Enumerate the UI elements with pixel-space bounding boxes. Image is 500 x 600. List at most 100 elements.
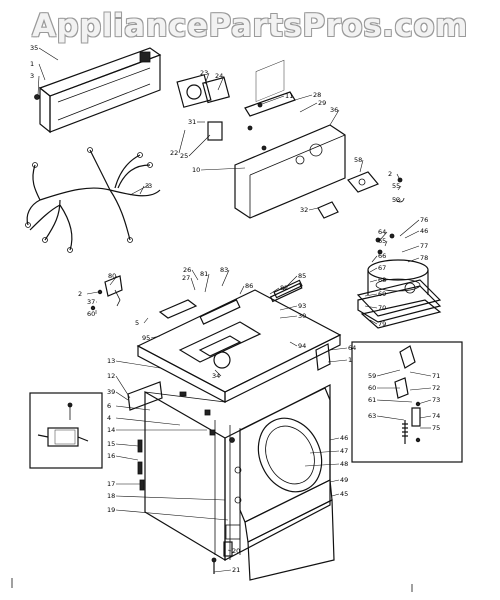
callout-leader	[279, 315, 298, 319]
callout-number: 6	[107, 402, 111, 410]
callout-number: 79	[378, 320, 386, 328]
callout-leader	[221, 269, 230, 287]
console-panel	[38, 47, 162, 134]
callout-number: 11	[285, 92, 293, 100]
callout-leader	[37, 75, 40, 96]
motor-inset	[29, 392, 103, 469]
callout-leader	[200, 167, 246, 171]
callout-leader	[407, 257, 420, 263]
callout-number: 26	[183, 266, 191, 274]
callout-leader	[369, 319, 378, 325]
callout-number: 31	[188, 118, 196, 126]
callout-number: 30	[298, 312, 306, 320]
callout-number: 1	[348, 356, 352, 364]
callout-leader	[419, 415, 432, 419]
callout-number: 37	[87, 298, 95, 306]
callout-leader	[115, 391, 129, 401]
wiring-harness	[25, 147, 161, 253]
callout-number: 24	[215, 72, 223, 80]
callout-leader	[213, 569, 232, 573]
callout-number: 18	[107, 492, 115, 500]
callout-number: 70	[378, 304, 386, 312]
callout-leader	[329, 437, 340, 441]
callout-number: 20	[232, 547, 240, 555]
callout-leader	[38, 63, 46, 81]
callout-leader	[401, 245, 420, 253]
callout-leader	[371, 255, 378, 263]
timer-assembly	[176, 74, 267, 151]
callout-number: 15	[107, 440, 115, 448]
callout-number: 69	[378, 290, 386, 298]
callout-leader	[178, 129, 186, 154]
callout-number: 59	[368, 372, 376, 380]
cabinet-top	[136, 279, 342, 403]
callout-leader	[396, 173, 401, 181]
callout-leader	[309, 450, 340, 454]
callout-leader	[143, 317, 149, 324]
callout-leader	[417, 399, 432, 405]
callout-number: 13	[107, 357, 115, 365]
callout-number: 36	[330, 106, 338, 114]
callout-number: 5	[135, 319, 139, 327]
callout-leader	[109, 275, 118, 286]
callout-number: 23	[200, 69, 208, 77]
callout-number: 74	[432, 412, 440, 420]
callout-number: 35	[30, 44, 38, 52]
callout-number: 66	[378, 252, 386, 260]
callout-leader	[376, 415, 405, 421]
callout-number: 78	[420, 254, 428, 262]
callout-leader	[115, 495, 226, 501]
callout-number: 82	[280, 284, 288, 292]
callout-leader	[359, 159, 364, 173]
callout-leader	[299, 102, 318, 113]
callout-number: 49	[340, 476, 348, 484]
callout-number: 93	[298, 302, 306, 310]
callout-leader	[308, 207, 319, 211]
callout-number: 63	[368, 412, 376, 420]
callout-number: 48	[340, 460, 348, 468]
callout-number: 2	[388, 170, 392, 178]
callout-leader	[261, 95, 285, 105]
callout-leader	[329, 109, 340, 126]
callout-number: 55	[392, 182, 400, 190]
bracket	[90, 275, 123, 311]
callout-number: 4	[107, 414, 111, 422]
callout-number: 64	[348, 344, 356, 352]
callout-leader	[115, 455, 139, 461]
callout-number: 3	[30, 72, 34, 80]
callout-number: 73	[432, 396, 440, 404]
callout-number: 81	[200, 270, 208, 278]
callout-number: 83	[220, 266, 228, 274]
callout-leader	[115, 443, 139, 447]
callout-number: 75	[432, 424, 440, 432]
callout-number: 45	[340, 490, 348, 498]
rear-bracket	[315, 343, 331, 371]
switch-parts	[317, 171, 405, 219]
watermark: AppliancePartsPros.com	[32, 8, 468, 44]
callout-leader	[409, 387, 432, 391]
callout-number: 64	[378, 228, 386, 236]
callout-number: 77	[420, 242, 428, 250]
callout-number: 46	[340, 434, 348, 442]
callout-number: 3	[148, 182, 152, 190]
callout-number: 12	[107, 372, 115, 380]
callout-leader	[129, 185, 148, 196]
cabinet-body	[144, 384, 331, 562]
callout-number: 72	[432, 384, 440, 392]
callout-leader	[204, 273, 210, 293]
callout-leader	[369, 279, 378, 283]
callout-leader	[379, 231, 388, 241]
callout-leader	[217, 75, 225, 91]
callout-leader	[204, 72, 210, 85]
callout-leader	[191, 269, 199, 281]
callout-number: 19	[107, 506, 115, 514]
callout-number: 17	[107, 480, 115, 488]
callout-leader	[409, 371, 432, 377]
callout-leader	[384, 240, 388, 247]
callout-leader	[364, 305, 378, 309]
callout-leader	[115, 417, 181, 426]
callout-number: 58	[354, 156, 362, 164]
callout-number: 14	[107, 426, 115, 434]
callout-leader	[150, 335, 161, 339]
